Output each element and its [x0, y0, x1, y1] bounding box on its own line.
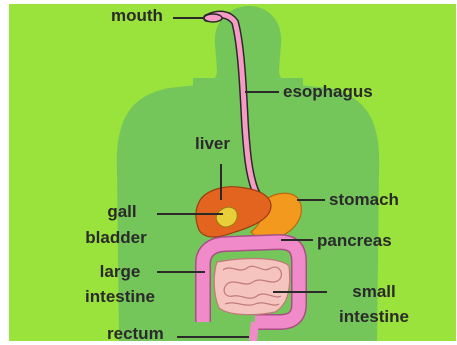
label-small: small: [331, 282, 417, 301]
rectum-shape: [253, 322, 255, 341]
label-rectum: rectum: [107, 324, 164, 341]
label-stomach: stomach: [329, 190, 399, 209]
label-pancreas: pancreas: [317, 231, 392, 250]
label-large: large: [81, 262, 159, 281]
label-mouth: mouth: [111, 6, 163, 25]
label-gall: gall: [89, 202, 155, 221]
label-bladder: bladder: [77, 228, 155, 247]
label-small-intestine: intestine: [331, 307, 417, 326]
mouth-opening: [204, 14, 222, 22]
digestive-system-diagram: mouth esophagus liver stomach gall bladd…: [9, 4, 456, 341]
label-esophagus: esophagus: [283, 82, 373, 101]
label-liver: liver: [195, 134, 230, 153]
label-large-intestine: intestine: [75, 287, 165, 306]
